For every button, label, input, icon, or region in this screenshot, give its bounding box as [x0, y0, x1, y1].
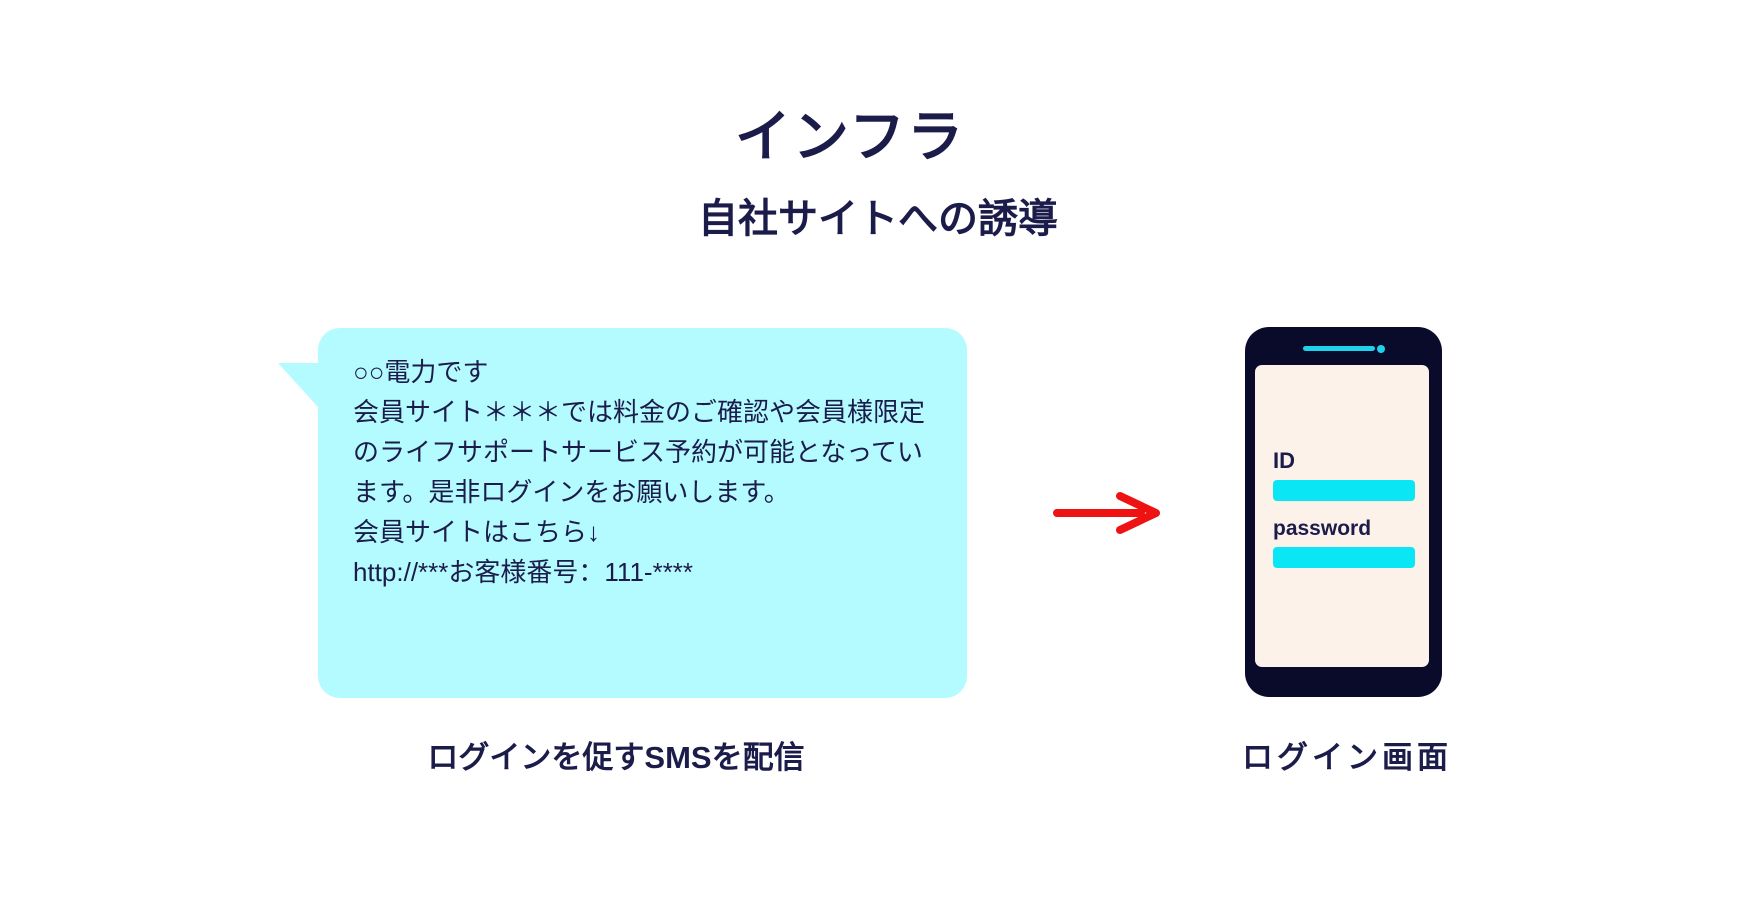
page-title: インフラ	[734, 105, 966, 168]
speech-bubble-tail-icon	[278, 363, 318, 407]
sms-caption: ログインを促すSMSを配信	[427, 740, 805, 775]
phone-caption: ログイン画面	[1242, 740, 1452, 775]
password-input-field	[1273, 547, 1415, 568]
sms-speech-bubble: ○○電力です 会員サイト＊＊＊では料金のご確認や会員様限定 のライフサポートサー…	[278, 328, 967, 698]
right-arrow-icon	[1053, 492, 1160, 534]
id-field-label: ID	[1273, 448, 1295, 473]
phone-speaker-icon	[1303, 346, 1375, 351]
phone-mockup: ID password	[1245, 327, 1442, 697]
id-input-field	[1273, 480, 1415, 501]
phone-login-screen: ID password	[1255, 365, 1429, 667]
sms-message-text: ○○電力です 会員サイト＊＊＊では料金のご確認や会員様限定 のライフサポートサー…	[353, 357, 926, 587]
page-subtitle: 自社サイトへの誘導	[698, 197, 1058, 241]
phone-camera-icon	[1377, 345, 1385, 353]
password-field-label: password	[1273, 517, 1372, 540]
